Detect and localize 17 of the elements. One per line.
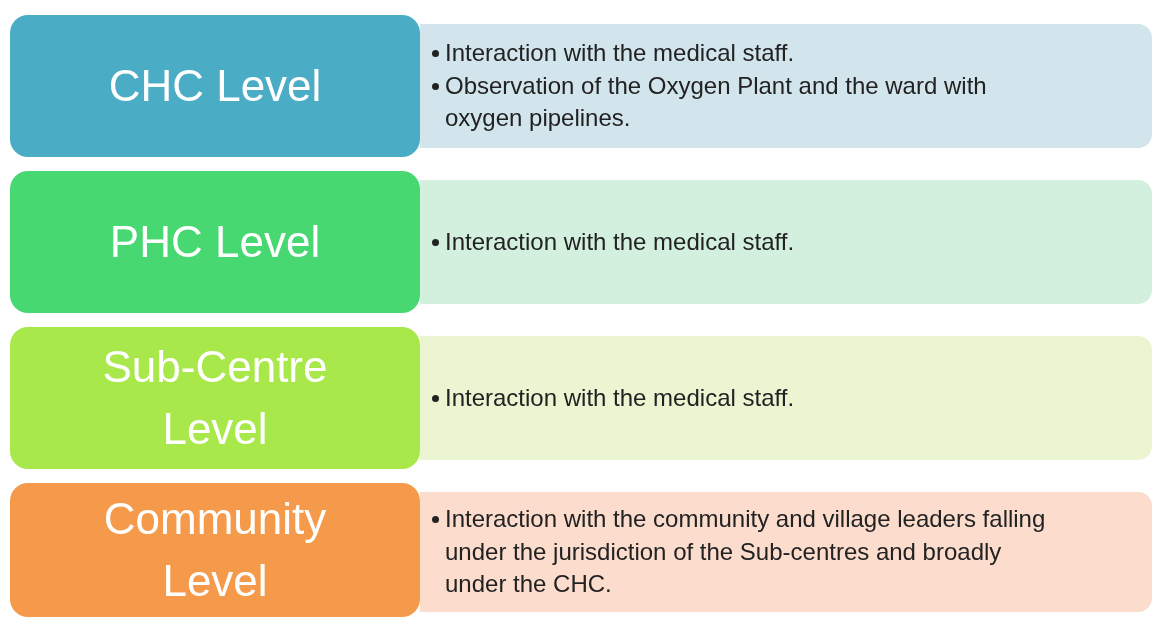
level-box [10,483,420,617]
level-title: Community Level [102,493,328,607]
bullet-text: Interaction with the medical staff. [445,38,795,69]
level-box [10,327,420,469]
description-panel [420,492,1152,612]
bullet-text: Interaction with the medical staff. [445,226,795,257]
description-panel [420,180,1152,304]
description-panel [420,336,1152,460]
level-box [10,15,420,157]
bullet-text: Interaction with the medical staff. [445,382,795,413]
bullet-text: Interaction with the community and village leaders falling under the jurisdiction of the Sub-centres and broadly under the CHC. [445,504,1047,600]
level-title: PHC Level [108,216,322,269]
bullet-text: Observation of the Oxygen Plant and the ward with oxygen pipelines. [445,70,988,134]
description-panel [420,24,1152,148]
level-box [10,171,420,313]
level-title: CHC Level [107,60,323,113]
level-title: Sub-Centre Level [101,341,329,455]
